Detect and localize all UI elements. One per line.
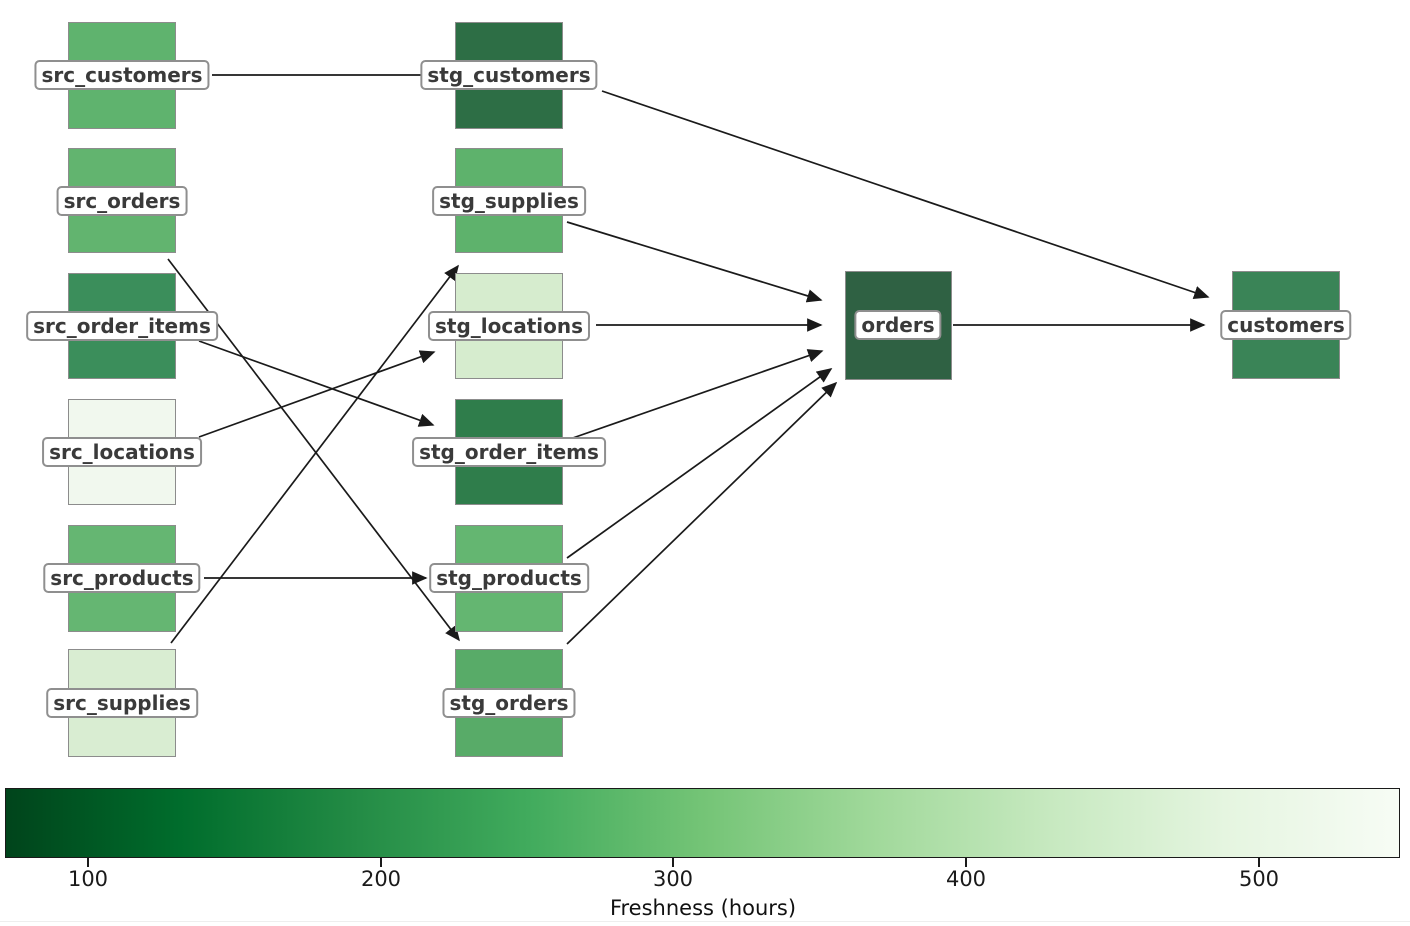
- node-label-stg_products: stg_products: [429, 563, 589, 593]
- node-label-stg_orders: stg_orders: [442, 688, 576, 718]
- colorbar-tick-label: 500: [1238, 867, 1280, 891]
- bottom-hairline: [0, 921, 1410, 922]
- node-label-src_supplies: src_supplies: [46, 688, 198, 718]
- node-label-orders: orders: [854, 310, 942, 340]
- edge-src_order_items-stg_order_items: [198, 340, 435, 427]
- node-label-src_orders: src_orders: [56, 186, 188, 216]
- edge-stg_products-orders: [566, 368, 833, 559]
- edge-stg_orders-orders: [566, 381, 838, 645]
- node-label-src_products: src_products: [43, 563, 201, 593]
- edge-stg_order_items-orders: [566, 349, 824, 441]
- colorbar-tick-200: [380, 858, 382, 867]
- freshness-colorbar: [5, 788, 1400, 858]
- colorbar-tick-400: [965, 858, 967, 867]
- node-label-stg_customers: stg_customers: [420, 60, 598, 90]
- edge-src_locations-stg_locations: [198, 350, 436, 438]
- colorbar-tick-100: [87, 858, 89, 867]
- node-label-customers: customers: [1220, 310, 1352, 340]
- colorbar-tick-label: 300: [652, 867, 694, 891]
- colorbar-tick-label: 400: [945, 867, 987, 891]
- node-label-src_locations: src_locations: [42, 437, 202, 467]
- node-label-src_order_items: src_order_items: [26, 311, 218, 341]
- colorbar-tick-500: [1258, 858, 1260, 867]
- colorbar-tick-label: 100: [67, 867, 109, 891]
- colorbar-axis-label: Freshness (hours): [609, 896, 797, 920]
- node-label-stg_locations: stg_locations: [427, 311, 591, 341]
- node-label-src_customers: src_customers: [34, 60, 210, 90]
- edge-stg_supplies-orders: [566, 221, 823, 303]
- node-label-stg_supplies: stg_supplies: [432, 186, 586, 216]
- colorbar-tick-300: [672, 858, 674, 867]
- colorbar-tick-label: 200: [360, 867, 402, 891]
- edge-stg_customers-customers: [601, 90, 1210, 299]
- node-label-stg_order_items: stg_order_items: [412, 437, 606, 467]
